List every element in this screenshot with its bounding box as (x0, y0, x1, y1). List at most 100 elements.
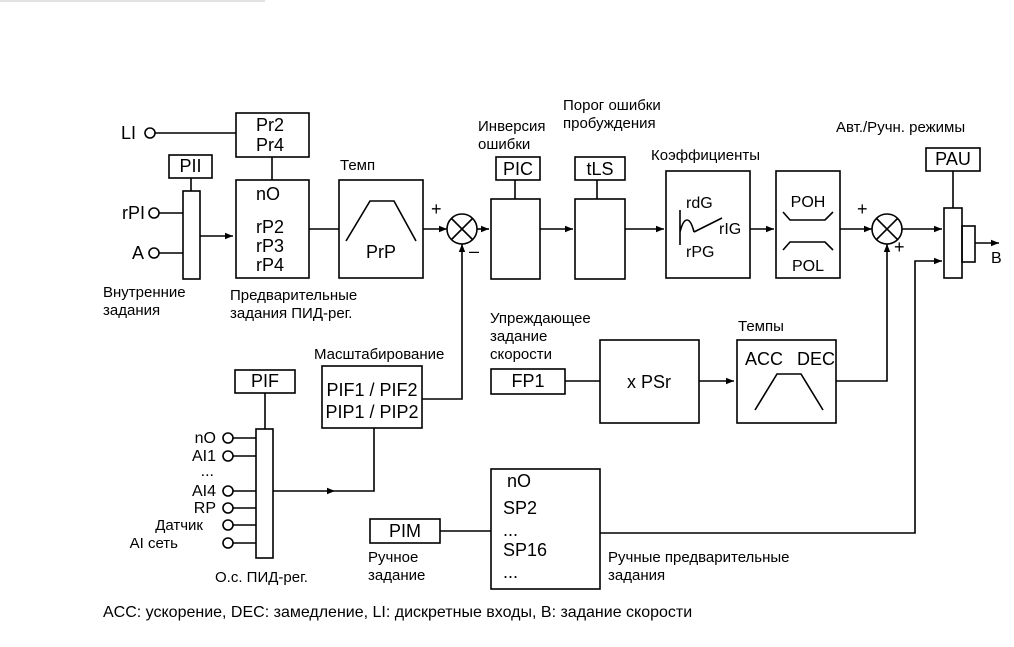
preset-item-2: rP3 (256, 236, 284, 256)
tls-block (574, 156, 626, 181)
poh-label: POH (791, 194, 826, 211)
gains-curve (679, 210, 723, 245)
fb-ainet-terminal (222, 537, 234, 549)
manual-preset-0: nO (507, 471, 531, 491)
wake-threshold-block (574, 198, 626, 280)
manual-preset-4: ... (503, 562, 518, 582)
scaling-to-sum-wire (422, 244, 466, 400)
rdg-label: rdG (686, 195, 713, 212)
pid-presets-caption-1: Предварительные (230, 287, 357, 304)
ramp-curve (345, 200, 417, 242)
pim-label: PIM (389, 521, 421, 541)
fp1-label: FP1 (511, 371, 544, 391)
auto-manual-caption: Авт./Ручн. режимы (836, 119, 965, 136)
fb-sensor-terminal (222, 519, 234, 531)
fb-ellipsis: ... (201, 463, 214, 480)
feedback-switch (255, 428, 274, 559)
manual-presets-caption-2: задания (608, 567, 665, 584)
sum1-plus-sign: + (431, 199, 442, 219)
auto-manual-switch (943, 207, 963, 279)
anticipation-caption-3: скорости (490, 346, 552, 363)
fb-ainet-label: AI сеть (130, 535, 179, 552)
legend-footer: ACC: ускорение, DEC: замедление, LI: дис… (103, 604, 692, 621)
manual-caption-1: Ручное (368, 549, 418, 566)
ramps-caption: Темпы (738, 318, 784, 335)
error-inversion-block (490, 198, 541, 280)
rpg-label: rPG (686, 244, 714, 261)
rig-label: rIG (719, 221, 741, 238)
pid-presets-caption-2: задания ПИД-рег. (230, 305, 352, 322)
internal-ref-caption-1: Внутренние (103, 284, 186, 301)
pid-gains-block (665, 170, 751, 279)
pr2-label: Pr2 (256, 115, 284, 135)
fb-ai1-label: AI1 (192, 448, 216, 465)
fb-sensor-label: Датчик (155, 517, 203, 534)
preset-item-1: rP2 (256, 217, 284, 237)
pif-pif2-label: PIF1 / PIF2 (326, 380, 417, 400)
dec-label: DEC (797, 349, 835, 369)
scaling-block (321, 365, 423, 429)
scaling-caption: Масштабирование (314, 346, 444, 363)
pif-label: PIF (251, 371, 279, 391)
tls-label: tLS (586, 159, 613, 179)
rpi-terminal (148, 207, 160, 219)
ramps-to-sum-wire (836, 244, 891, 382)
prp-label: PrP (366, 242, 396, 262)
internal-ref-caption-2: задания (103, 302, 160, 319)
reference-switch (182, 190, 201, 280)
pii-label: PII (179, 156, 201, 176)
rpi-label: rPI (122, 203, 145, 223)
output-b-label: B (991, 250, 1002, 267)
li-terminal (144, 127, 156, 139)
pau-label: PAU (935, 149, 971, 169)
wake-caption-2: пробуждения (563, 115, 656, 132)
fb-ai1-terminal (222, 450, 234, 462)
manual-preset-2: ... (503, 520, 518, 540)
ramp-block (338, 179, 424, 279)
fb-rp-terminal (222, 502, 234, 514)
manual-presets-block (490, 468, 601, 590)
error-inversion-caption-1: Инверсия (478, 118, 546, 135)
pid-feedback-caption: О.с. ПИД-рег. (215, 569, 308, 586)
anticipation-caption-1: Упреждающее (490, 310, 591, 327)
pic-label: PIC (503, 159, 533, 179)
fb-rp-label: RP (194, 500, 216, 517)
manual-caption-2: задание (368, 567, 425, 584)
pol-curve (782, 241, 834, 251)
pol-label: POL (792, 258, 824, 275)
sum2-plus-sign: + (857, 199, 868, 219)
a-terminal (148, 247, 160, 259)
manual-preset-1: SP2 (503, 498, 537, 518)
pr4-label: Pr4 (256, 135, 284, 155)
ramp-caption: Темп (340, 157, 375, 174)
poh-curve (782, 211, 834, 221)
manual-to-switch-wire (600, 257, 942, 534)
sum2-x-b (875, 217, 899, 241)
preset-item-3: rP4 (256, 255, 284, 275)
fb-no-label: nO (195, 430, 216, 447)
a-label: A (132, 243, 144, 263)
fb-ai4-terminal (222, 485, 234, 497)
feedback-riser-wire (335, 428, 375, 492)
switch-output-stub (961, 225, 976, 263)
pip-pip2-label: PIP1 / PIP2 (325, 402, 418, 422)
fb-no-terminal (222, 432, 234, 444)
error-inversion-caption-2: ошибки (478, 136, 530, 153)
pic-block (495, 156, 541, 181)
fb-ai4-label: AI4 (192, 483, 216, 500)
anticipation-caption-2: задание (490, 328, 547, 345)
output-limits-block (775, 170, 841, 279)
psr-label: x PSr (627, 372, 671, 392)
li-label: LI (121, 123, 136, 143)
preset-item-0: nO (256, 184, 280, 204)
sum2-plus-sign-bottom: + (894, 237, 905, 257)
sum1-minus-sign: – (469, 241, 479, 261)
coefficients-caption: Коэффициенты (651, 147, 760, 164)
ramps-curve (754, 373, 824, 411)
wake-caption-1: Порог ошибки (563, 97, 661, 114)
acc-label: ACC (745, 349, 783, 369)
sum1-x-b (450, 217, 474, 241)
manual-presets-caption-1: Ручные предварительные (608, 549, 790, 566)
